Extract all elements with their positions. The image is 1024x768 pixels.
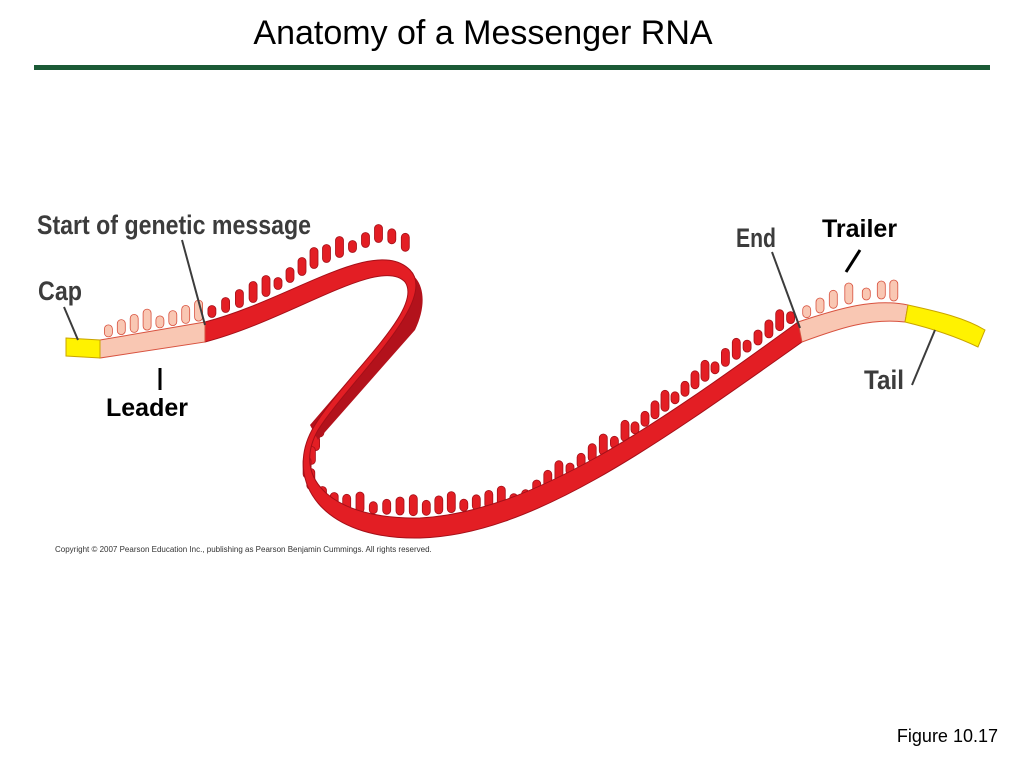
nucleotide-base xyxy=(221,297,231,313)
poly-a-tail xyxy=(904,304,986,348)
nucleotide-base xyxy=(285,267,295,283)
nucleotide-base xyxy=(361,232,370,248)
leader-utr xyxy=(99,321,206,359)
nucleotide-base xyxy=(104,324,113,338)
end-label: End xyxy=(736,223,776,253)
cap-label: Cap xyxy=(38,276,82,306)
nucleotide-bases xyxy=(104,224,899,517)
nucleotide-base xyxy=(387,228,397,245)
trailer-label: Trailer xyxy=(822,215,897,243)
nucleotide-base xyxy=(297,257,307,276)
tail-pointer-line xyxy=(911,329,936,386)
nucleotide-base xyxy=(828,289,838,309)
nucleotide-base xyxy=(620,419,630,442)
leader-label: Leader xyxy=(106,394,188,422)
nucleotide-base xyxy=(742,339,752,353)
nucleotide-base xyxy=(650,400,660,420)
nucleotide-base xyxy=(400,232,410,252)
trailer-marker xyxy=(844,249,862,273)
start-pointer-line xyxy=(181,239,206,326)
start-of-genetic-message-label: Start of genetic message xyxy=(37,210,311,240)
nucleotide-base xyxy=(434,495,444,515)
nucleotide-base xyxy=(261,275,271,297)
nucleotide-base xyxy=(168,310,178,327)
tail-label: Tail xyxy=(864,365,904,395)
nucleotide-base xyxy=(116,319,126,336)
nucleotide-base xyxy=(721,347,730,367)
nucleotide-base xyxy=(700,359,710,382)
nucleotide-base xyxy=(348,240,357,253)
copyright-notice: Copyright © 2007 Pearson Education Inc.,… xyxy=(55,545,432,554)
trailer-utr xyxy=(797,302,909,343)
nucleotide-base xyxy=(248,281,258,303)
cap-pointer-line xyxy=(63,306,79,341)
nucleotide-base xyxy=(680,380,690,397)
nucleotide-base xyxy=(273,277,283,290)
nucleotide-base xyxy=(459,498,469,512)
nucleotide-base xyxy=(234,289,244,308)
nucleotide-base xyxy=(786,311,795,325)
nucleotide-base xyxy=(408,494,418,517)
nucleotide-base xyxy=(861,287,871,301)
nucleotide-base xyxy=(129,313,139,333)
nucleotide-base xyxy=(309,247,319,269)
nucleotide-base xyxy=(802,305,812,319)
nucleotide-base xyxy=(876,280,886,300)
nucleotide-base xyxy=(764,319,774,339)
end-pointer-line xyxy=(771,251,801,329)
nucleotide-base xyxy=(815,297,825,314)
title-rule xyxy=(34,65,990,70)
nucleotide-base xyxy=(775,309,785,332)
nucleotide-base xyxy=(889,279,899,302)
nucleotide-base xyxy=(690,370,700,390)
nucleotide-base xyxy=(630,421,640,435)
nucleotide-base xyxy=(753,329,763,346)
nucleotide-base xyxy=(368,501,378,515)
nucleotide-base xyxy=(660,389,670,412)
nucleotide-base xyxy=(374,224,383,243)
nucleotide-base xyxy=(640,410,650,427)
nucleotide-base xyxy=(207,305,217,318)
nucleotide-base xyxy=(155,315,165,329)
nucleotide-base xyxy=(181,304,191,324)
nucleotide-base xyxy=(710,361,720,375)
nucleotide-base xyxy=(421,499,431,516)
cap-segment xyxy=(65,337,101,359)
figure-number: Figure 10.17 xyxy=(896,726,998,746)
nucleotide-base xyxy=(335,236,344,258)
nucleotide-base xyxy=(844,282,854,305)
nucleotide-base xyxy=(395,496,405,516)
slide-title: Anatomy of a Messenger RNA xyxy=(253,14,713,52)
nucleotide-base xyxy=(446,491,456,514)
nucleotide-base xyxy=(322,244,331,263)
nucleotide-base xyxy=(142,308,152,331)
nucleotide-base xyxy=(382,498,392,515)
nucleotide-base xyxy=(731,337,741,360)
coding-region-ribbon xyxy=(204,259,803,539)
nucleotide-base xyxy=(670,391,680,405)
